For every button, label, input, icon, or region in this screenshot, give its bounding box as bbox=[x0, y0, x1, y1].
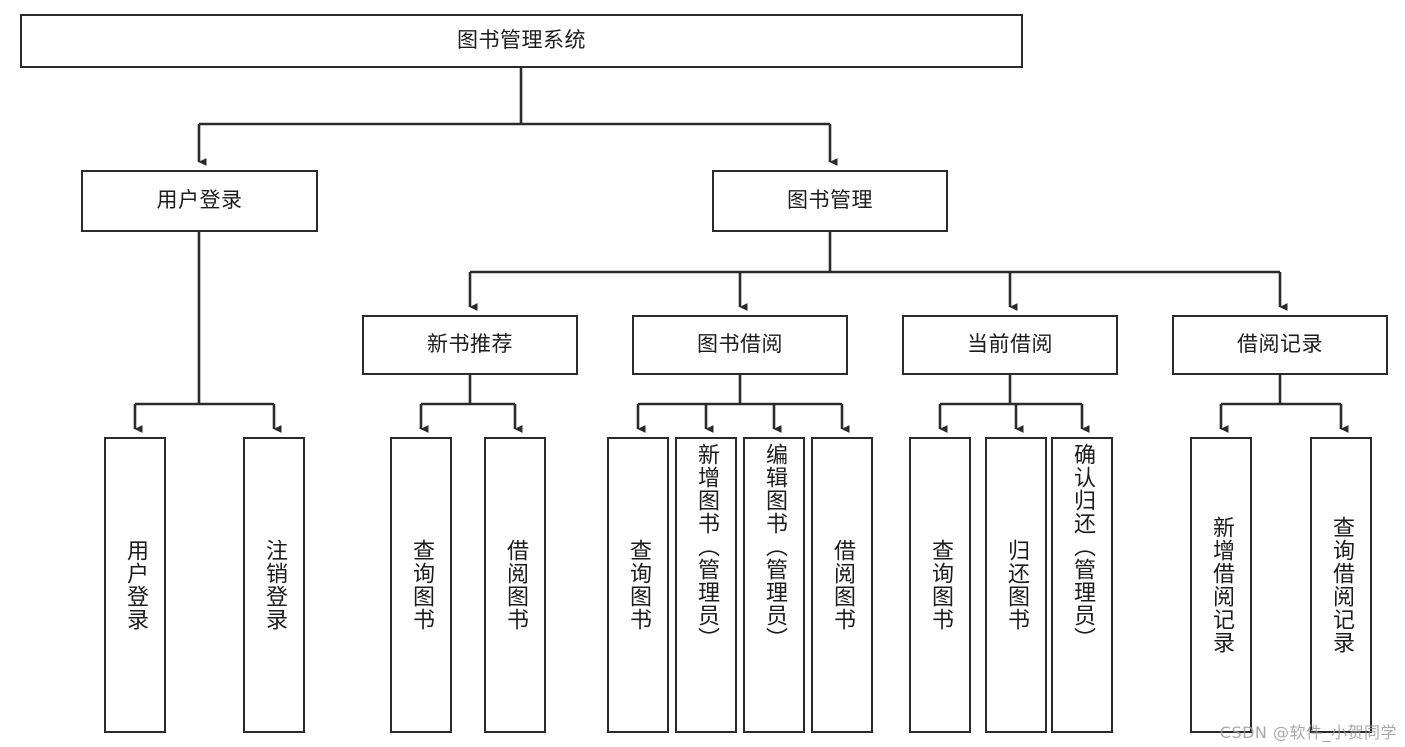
node-leaf-logout[interactable]: 注销登录 bbox=[243, 437, 305, 733]
node-leaf-query-book-current[interactable]: 查询图书 bbox=[909, 437, 971, 733]
node-label: 图书借阅 bbox=[697, 332, 783, 357]
node-new-book-recommend[interactable]: 新书推荐 bbox=[362, 315, 578, 375]
node-label: 查询图书 bbox=[927, 539, 953, 631]
node-label: 注销登录 bbox=[261, 539, 287, 631]
node-label: 新增图书（管理员） bbox=[693, 443, 719, 650]
node-leaf-borrow-book[interactable]: 借阅图书 bbox=[811, 437, 873, 733]
node-current-borrow[interactable]: 当前借阅 bbox=[902, 315, 1118, 375]
node-leaf-return-book[interactable]: 归还图书 bbox=[985, 437, 1047, 733]
node-leaf-add-borrow-record[interactable]: 新增借阅记录 bbox=[1190, 437, 1252, 733]
node-leaf-query-book-recommend[interactable]: 查询图书 bbox=[390, 437, 452, 733]
node-label: 图书管理系统 bbox=[457, 28, 586, 53]
node-label: 归还图书 bbox=[1003, 539, 1029, 631]
node-label: 图书管理 bbox=[787, 188, 873, 213]
node-user-login[interactable]: 用户登录 bbox=[81, 170, 318, 232]
node-book-management-system[interactable]: 图书管理系统 bbox=[20, 14, 1023, 68]
node-label: 新增借阅记录 bbox=[1208, 516, 1234, 654]
node-leaf-add-book-admin[interactable]: 新增图书（管理员） bbox=[675, 437, 737, 733]
node-label: 借阅记录 bbox=[1237, 332, 1323, 357]
node-label: 查询图书 bbox=[625, 539, 651, 631]
node-label: 查询图书 bbox=[408, 539, 434, 631]
node-leaf-confirm-return-admin[interactable]: 确认归还（管理员） bbox=[1051, 437, 1113, 733]
node-borrow-records[interactable]: 借阅记录 bbox=[1172, 315, 1388, 375]
node-leaf-query-book-borrow[interactable]: 查询图书 bbox=[607, 437, 669, 733]
node-leaf-user-login[interactable]: 用户登录 bbox=[104, 437, 166, 733]
watermark-text: CSDN @软件_小贺同学 bbox=[1219, 723, 1397, 742]
node-label: 查询借阅记录 bbox=[1328, 516, 1354, 654]
node-leaf-edit-book-admin[interactable]: 编辑图书（管理员） bbox=[743, 437, 805, 733]
node-label: 确认归还（管理员） bbox=[1069, 443, 1095, 650]
node-leaf-borrow-book-recommend[interactable]: 借阅图书 bbox=[484, 437, 546, 733]
node-book-borrow[interactable]: 图书借阅 bbox=[632, 315, 848, 375]
node-book-management[interactable]: 图书管理 bbox=[712, 170, 948, 232]
node-label: 借阅图书 bbox=[829, 539, 855, 631]
node-label: 编辑图书（管理员） bbox=[761, 443, 787, 650]
node-leaf-query-borrow-record[interactable]: 查询借阅记录 bbox=[1310, 437, 1372, 733]
node-label: 当前借阅 bbox=[967, 332, 1053, 357]
node-label: 新书推荐 bbox=[427, 332, 513, 357]
node-label: 借阅图书 bbox=[502, 539, 528, 631]
node-label: 用户登录 bbox=[122, 539, 148, 631]
node-label: 用户登录 bbox=[156, 188, 243, 213]
